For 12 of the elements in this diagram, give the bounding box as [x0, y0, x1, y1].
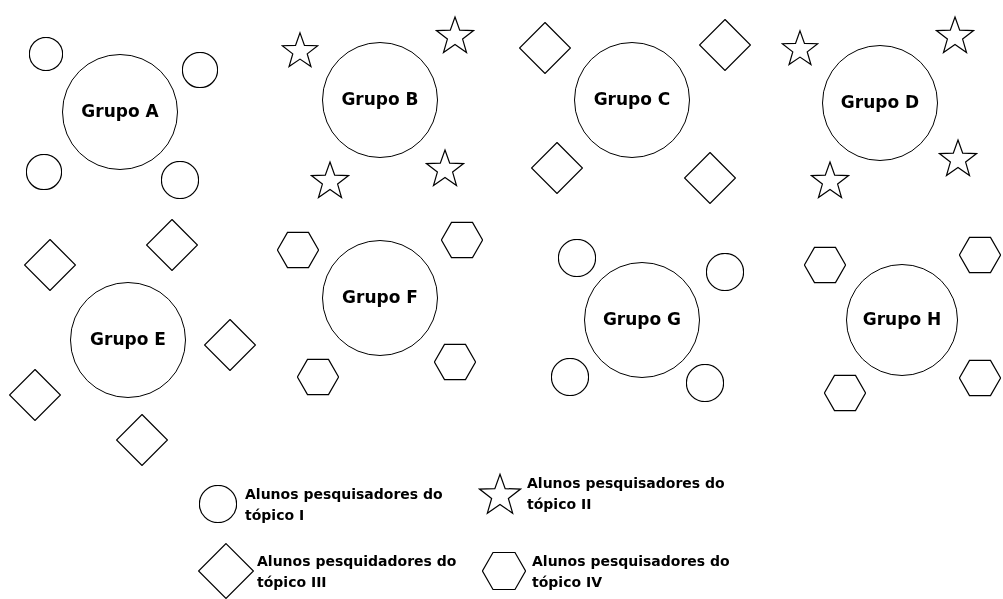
- legend-label: Alunos pesquisadores do tópico I: [245, 485, 444, 525]
- group-label: Grupo D: [840, 91, 920, 115]
- group-label: Grupo G: [602, 308, 682, 332]
- group-label: Grupo H: [862, 308, 942, 332]
- legend-label: Alunos pesquisadores do tópico II: [527, 474, 726, 514]
- group-label: Grupo E: [90, 328, 166, 352]
- group-label: Grupo C: [593, 88, 671, 112]
- legend-label: Alunos pesquisadores do tópico IV: [532, 552, 731, 592]
- group-label: Grupo B: [341, 88, 419, 112]
- legend-label: Alunos pesquidadores do tópico III: [257, 552, 457, 592]
- group-label: Grupo A: [81, 100, 159, 124]
- group-label: Grupo F: [342, 286, 418, 310]
